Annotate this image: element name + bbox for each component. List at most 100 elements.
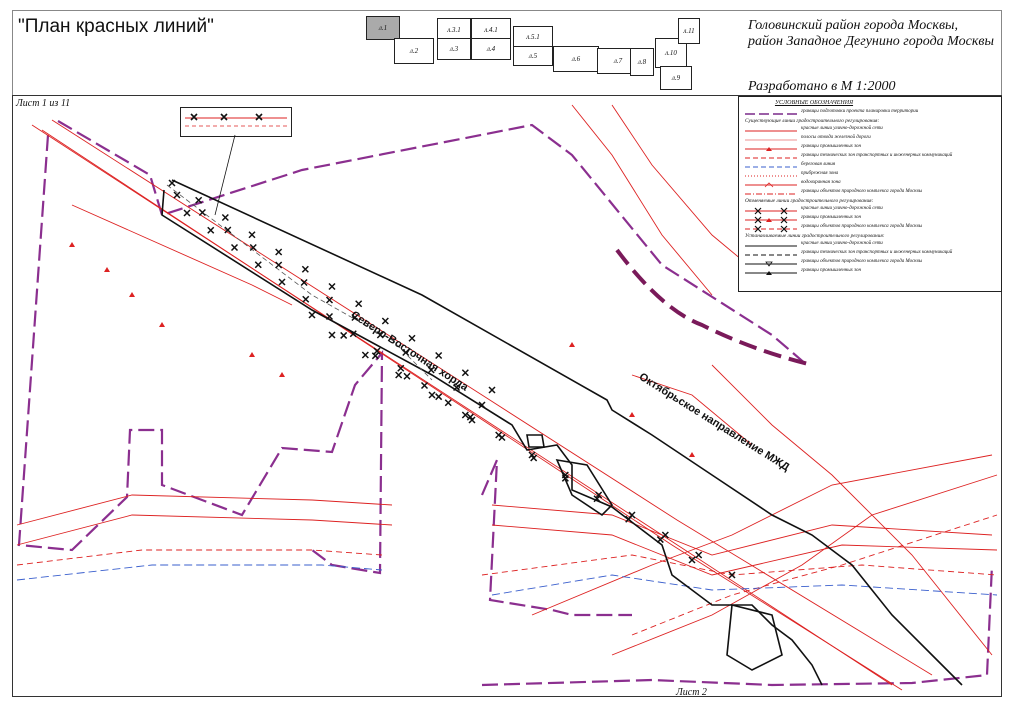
- planning-boundary-north: [57, 120, 808, 366]
- cross-marker: [328, 282, 336, 291]
- legend-item-text: прибрежная зона: [801, 171, 839, 176]
- legend-item: красные линии улично-дорожной сети: [739, 126, 1001, 134]
- cross-marker: [403, 372, 411, 380]
- legend-item-text: границы промышленных зон: [801, 215, 861, 220]
- legend-symbol: [745, 261, 797, 267]
- cross-marker: [495, 431, 503, 439]
- legend-item: красные линии улично-дорожной сети: [739, 241, 1001, 249]
- legend-item-text: границы подготовки проекта планировки те…: [801, 109, 919, 114]
- legend-item-text: полосы отвода железной дороги: [801, 135, 871, 140]
- sheet-index-cell[interactable]: л.1: [366, 16, 400, 40]
- legend-item: границы объектов природного комплекса го…: [739, 224, 1001, 233]
- legend-item-text: границы объектов природного комплекса го…: [801, 224, 923, 229]
- cross-marker: [595, 491, 603, 499]
- legend-header: УСЛОВНЫЕ ОБОЗНАЧЕНИЯ: [774, 100, 854, 106]
- cross-marker: [478, 401, 486, 409]
- legend-item: прибрежная зона: [739, 171, 1001, 179]
- legend-item: границы подготовки проекта планировки те…: [739, 109, 1001, 117]
- cross-marker: [221, 213, 229, 222]
- map-canvas[interactable]: [12, 95, 1000, 695]
- cross-marker: [453, 383, 461, 392]
- triangle-marker: [129, 292, 135, 297]
- legend-symbol: [745, 207, 797, 215]
- planning-boundary: [17, 134, 384, 575]
- legend-symbol: [745, 225, 797, 233]
- legend-symbol: [745, 254, 797, 256]
- page-title: "План красных линий": [18, 16, 214, 37]
- legend-item-text: границы промышленных зон: [801, 144, 861, 149]
- cross-marker: [461, 411, 469, 419]
- legend-item: границы промышленных зон: [739, 268, 1001, 276]
- legend-symbol: [745, 166, 797, 168]
- cross-marker: [435, 351, 443, 360]
- triangle-marker: [569, 342, 575, 347]
- triangle-marker: [249, 352, 255, 357]
- cross-marker: [444, 399, 452, 407]
- cross-marker: [325, 296, 334, 304]
- cross-marker: [248, 231, 256, 239]
- triangle-marker: [104, 267, 110, 272]
- cancelled-line-markers: [168, 179, 736, 579]
- sheet-index-cell[interactable]: л.5: [513, 46, 553, 66]
- sheet-index-cell[interactable]: л.11: [678, 18, 700, 44]
- cross-marker: [428, 391, 436, 399]
- legend-symbol: [745, 130, 797, 132]
- map-frame: [12, 95, 1002, 697]
- scale-label: Разработано в М 1:2000: [748, 79, 896, 94]
- cross-marker: [528, 451, 536, 459]
- legend-item: границы промышленных зон: [739, 144, 1001, 152]
- cross-marker: [224, 226, 232, 234]
- legend-inset: [180, 107, 292, 137]
- header-frame: [12, 10, 1002, 96]
- cross-marker: [695, 551, 703, 559]
- legend-item-text: береговая линия: [801, 162, 836, 167]
- legend-symbol: [745, 175, 797, 177]
- cross-marker: [593, 495, 601, 503]
- sheet-index-cell[interactable]: л.9: [660, 66, 692, 90]
- cross-marker: [275, 248, 283, 256]
- triangle-marker: [629, 412, 635, 417]
- cross-marker: [300, 278, 308, 287]
- legend-item: красные линии улично-дорожной сети: [739, 206, 1001, 215]
- cross-marker: [302, 295, 310, 303]
- sheet-index-cell[interactable]: л.5.1: [513, 26, 553, 48]
- natural-zone-arc: [615, 248, 813, 367]
- cross-marker: [373, 347, 381, 355]
- cross-marker: [402, 348, 410, 357]
- cross-marker: [488, 386, 496, 394]
- cross-marker: [249, 243, 257, 252]
- legend-section: Устанавливаемые линии градостроительного…: [745, 233, 885, 239]
- sheet-index-cell[interactable]: л.3: [437, 38, 471, 60]
- cross-marker: [688, 556, 696, 564]
- cross-marker: [371, 352, 379, 360]
- cross-marker: [340, 331, 348, 339]
- industrial-zone-markers: [69, 242, 695, 457]
- legend-item: границы промышленных зон: [739, 215, 1001, 224]
- cross-marker: [361, 351, 369, 359]
- legend-item-text: красные линии улично-дорожной сети: [801, 206, 883, 211]
- sheet-index-cell[interactable]: л.8: [630, 48, 654, 76]
- sheet-label: Лист 1 из 11: [16, 98, 71, 109]
- legend-item-text: границы объектов природного комплекса го…: [801, 189, 923, 194]
- triangle-marker: [689, 452, 695, 457]
- legend-symbol: [745, 182, 797, 188]
- corridor-north-edge: [171, 179, 963, 686]
- legend-symbol: [745, 216, 797, 224]
- sheet-index-cell[interactable]: л.6: [553, 46, 599, 72]
- cross-marker: [395, 371, 403, 379]
- cross-marker: [397, 364, 405, 372]
- legend-symbol: [745, 271, 797, 275]
- sheet-index-cell[interactable]: л.10: [655, 38, 687, 68]
- legend-symbol: [745, 113, 797, 115]
- cross-marker: [349, 330, 357, 338]
- cross-marker: [325, 312, 334, 321]
- legend-section: Существующие линии градостроительного ре…: [745, 118, 880, 124]
- sheet-index-cell[interactable]: л.2: [394, 38, 434, 64]
- legend-symbol: [745, 139, 797, 141]
- cross-marker: [381, 317, 389, 325]
- sheet-index-cell[interactable]: л.4: [471, 38, 511, 60]
- legend-item-text: красные линии улично-дорожной сети: [801, 126, 883, 131]
- legend-item: береговая линия: [739, 162, 1001, 170]
- cross-marker: [198, 208, 206, 217]
